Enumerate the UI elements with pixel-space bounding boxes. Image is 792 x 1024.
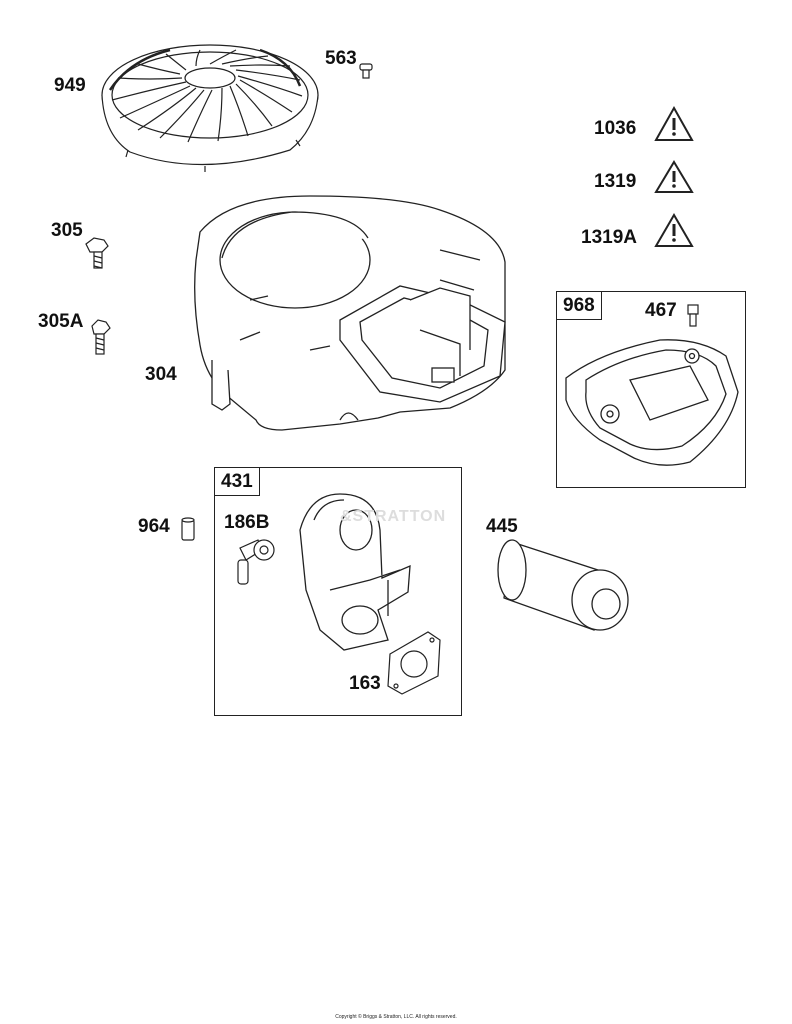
part-label-305a[interactable]: 305A [38,311,84,332]
part-label-467[interactable]: 467 [645,300,677,321]
part-label-304[interactable]: 304 [145,364,177,385]
screw-467-part[interactable] [687,304,699,327]
breather-fitting-186b-part[interactable] [237,539,275,585]
part-label-1319[interactable]: 1319 [594,171,637,192]
copyright-notice: Copyright © Briggs & Stratton, LLC. All … [335,1014,457,1020]
exclamation-glyphs [672,118,676,242]
bolt-305a-part[interactable] [91,319,111,355]
gasket-163-part[interactable] [387,631,441,695]
part-label-445[interactable]: 445 [486,516,518,537]
blower-housing-part[interactable] [194,195,506,431]
part-label-1319a[interactable]: 1319A [581,227,637,248]
part-label-964[interactable]: 964 [138,516,170,537]
part-group-box-968: 968 [556,291,746,488]
screw-563-part[interactable] [359,63,373,79]
part-label-186b[interactable]: 186B [224,512,270,533]
part-label-949[interactable]: 949 [54,75,86,96]
air-filter-element-part[interactable] [497,539,629,631]
part-label-563[interactable]: 563 [325,48,357,69]
air-inlet-elbow-part[interactable] [299,493,411,651]
air-cleaner-cover-part[interactable] [565,339,739,466]
part-label-1036[interactable]: 1036 [594,118,637,139]
blower-screen-part[interactable] [101,44,319,172]
box-tag-431: 431 [214,467,260,496]
watermark-text: &STRATTON [340,508,447,525]
spacer-964-part[interactable] [181,517,195,541]
part-label-163[interactable]: 163 [349,673,381,694]
part-label-305[interactable]: 305 [51,220,83,241]
bolt-305-part[interactable] [85,237,109,269]
part-group-box-431: 431 [214,467,462,716]
box-tag-968: 968 [556,291,602,320]
